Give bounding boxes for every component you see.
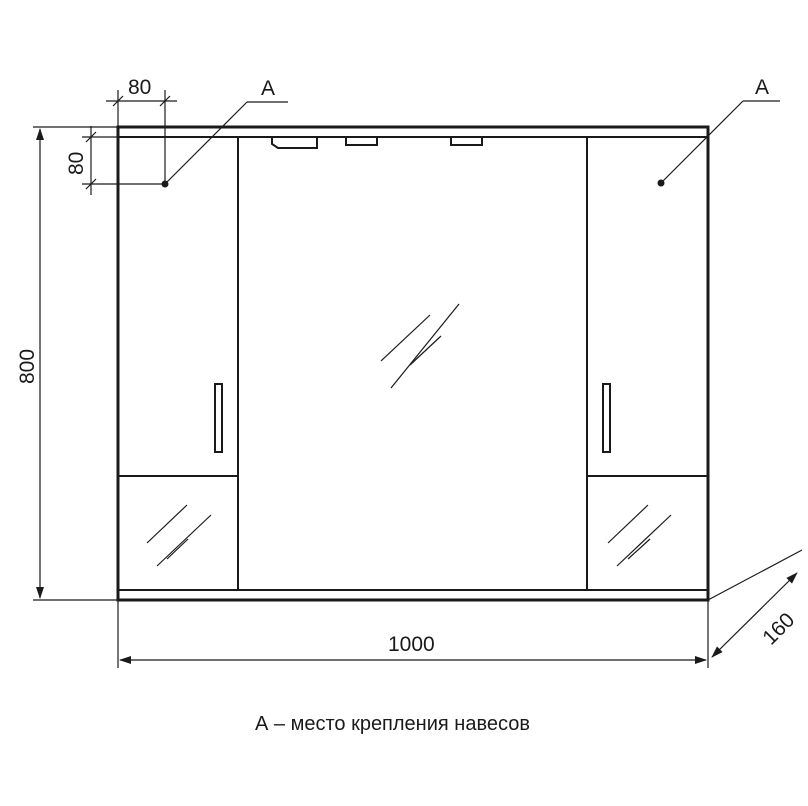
- right-cabinet: [586, 136, 709, 591]
- dimension-label-hole-offset-x: 80: [128, 76, 151, 99]
- dimension-label-width: 1000: [388, 633, 435, 656]
- dimension-hole-offset-x: [106, 90, 177, 184]
- mount-label-right: A: [755, 76, 769, 99]
- lamp-middle: [345, 136, 378, 146]
- mirror-reflection: [380, 303, 460, 389]
- dimension-width: [117, 600, 709, 668]
- left-door-handle: [214, 383, 223, 453]
- cabinet-outline: [116, 125, 710, 602]
- left-cabinet: [117, 136, 239, 591]
- center-mirror: [237, 136, 588, 591]
- lamps: [271, 136, 483, 149]
- left-glass-shelf-reflection: [146, 504, 212, 567]
- dimension-hole-offset-y: [82, 126, 165, 195]
- mount-point-left: [161, 101, 288, 188]
- lamp-right: [450, 136, 483, 146]
- legend-caption: А – место крепления навесов: [255, 713, 530, 735]
- dimension-depth: [707, 549, 803, 658]
- right-door-handle: [602, 383, 611, 453]
- dimension-height: [33, 126, 118, 601]
- mount-point-right: [657, 100, 780, 187]
- dimension-label-hole-offset-y: 80: [65, 152, 88, 175]
- dimension-label-height: 800: [16, 349, 39, 384]
- lamp-left: [271, 137, 318, 149]
- right-glass-shelf-reflection: [607, 504, 672, 567]
- mount-label-left: A: [261, 77, 275, 100]
- dimension-label-depth: 160: [758, 608, 799, 649]
